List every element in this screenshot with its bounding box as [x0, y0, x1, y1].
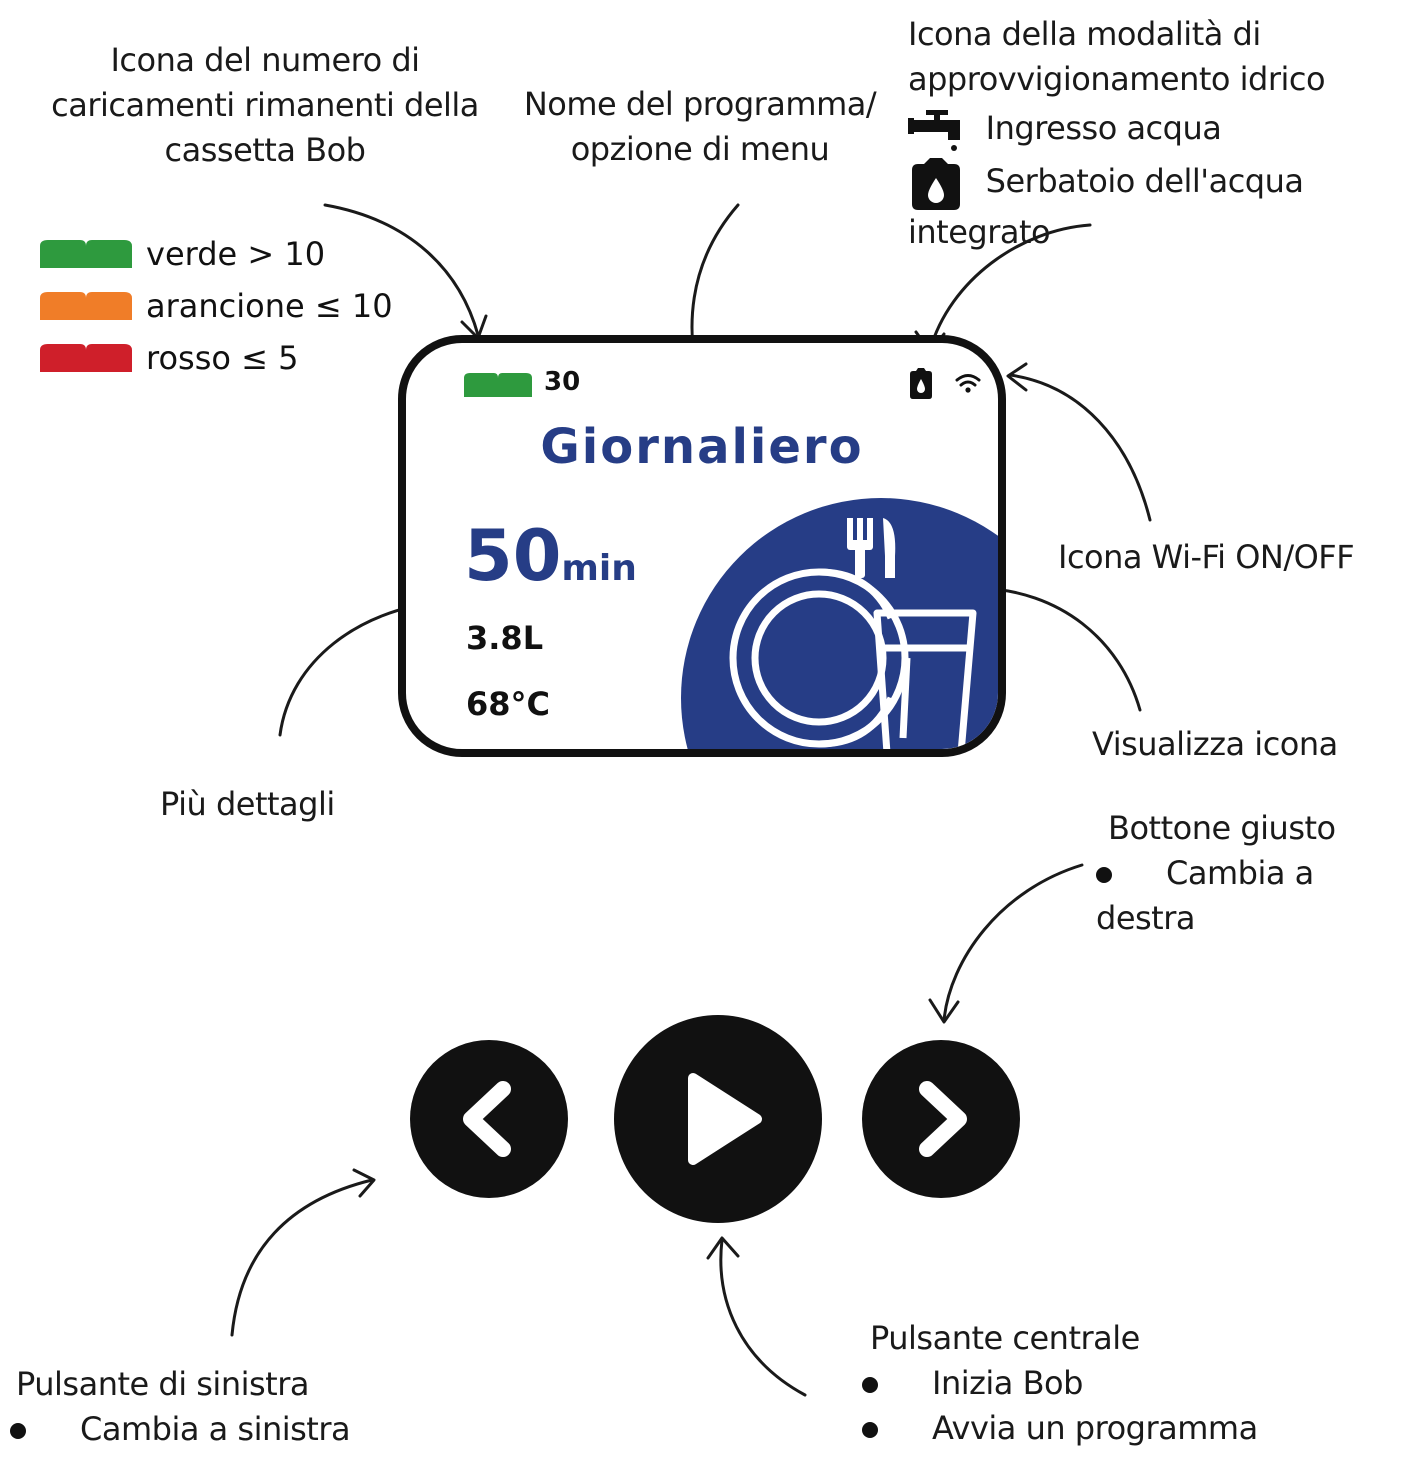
label-program-name: Nome del programma/ opzione di menu — [520, 82, 880, 172]
label-display-icon: Visualizza icona — [1092, 725, 1338, 763]
label-more-details: Più dettagli — [160, 785, 335, 823]
label-line: Icona del numero di — [110, 41, 420, 79]
label-wifi: Icona Wi-Fi ON/OFF — [1058, 538, 1355, 576]
label-cartridge-icon: Icona del numero di caricamenti rimanent… — [40, 38, 490, 172]
bullet-text: Cambia a sinistra — [80, 1409, 351, 1448]
left-button[interactable] — [410, 1040, 568, 1198]
faucet-icon — [908, 109, 960, 151]
label-center-button-item: Inizia Bob — [862, 1361, 1342, 1406]
bullet — [862, 1376, 878, 1393]
play-icon — [688, 1073, 762, 1165]
cartridge-red-icon — [40, 344, 132, 372]
label-center-button: Pulsante centrale Inizia Bob Avvia un pr… — [862, 1316, 1342, 1450]
right-button[interactable] — [862, 1040, 1020, 1198]
label-water-tank: Serbatoio dell'acqua integrato — [908, 161, 1304, 251]
device-screen: 30 Giornaliero 50min 3.8L 68°C — [398, 335, 1006, 757]
water-consumption: 3.8L — [466, 619, 544, 657]
arrow-left-button — [230, 1178, 374, 1337]
arrow-right-button — [942, 863, 1084, 1022]
label-water-inlet: Ingresso acqua — [985, 108, 1222, 147]
label-line: cassetta Bob — [164, 130, 366, 169]
label-left-button: Pulsante di sinistra Cambia a sinistra — [10, 1362, 430, 1452]
label-right-button: Bottone giusto Cambia a destra — [1096, 806, 1416, 940]
legend-label: verde > 10 — [146, 235, 326, 273]
bullet-text: Cambia a destra — [1096, 853, 1314, 937]
label-line: Icona della modalità di — [908, 15, 1261, 53]
water-tank-row: Serbatoio dell'acqua integrato — [908, 156, 1408, 255]
legend-row-red: rosso ≤ 5 — [40, 332, 393, 384]
cartridge-count-icon — [464, 373, 532, 397]
legend-row-orange: arancione ≤ 10 — [40, 280, 393, 332]
legend-label: arancione ≤ 10 — [146, 287, 393, 325]
chevron-left-icon — [463, 1081, 511, 1157]
cartridge-orange-icon — [40, 292, 132, 320]
arrow-wifi — [1008, 373, 1152, 522]
label-line: approvvigionamento idrico — [908, 59, 1326, 98]
label-center-button-title: Pulsante centrale — [870, 1319, 1140, 1357]
label-center-button-item: Avvia un programma — [862, 1406, 1342, 1451]
label-left-button-title: Pulsante di sinistra — [16, 1365, 309, 1403]
water-tank-icon — [912, 157, 960, 210]
legend-row-green: verde > 10 — [40, 228, 393, 280]
label-right-button-title: Bottone giusto — [1108, 809, 1336, 847]
bullet — [862, 1421, 878, 1438]
bullet-text: Avvia un programma — [932, 1408, 1258, 1447]
label-line: opzione di menu — [570, 129, 830, 168]
duration-value: 50 — [464, 515, 562, 597]
label-water-mode: Icona della modalità di approvvigionamen… — [908, 12, 1408, 254]
cartridge-count: 30 — [544, 367, 581, 397]
label-left-button-item: Cambia a sinistra — [10, 1407, 430, 1452]
label-right-button-item: Cambia a destra — [1096, 851, 1416, 941]
wifi-icon — [955, 374, 981, 393]
water-inlet-row: Ingresso acqua — [908, 106, 1408, 152]
program-duration: 50min — [464, 515, 637, 597]
dishes-cutlery-icon — [681, 498, 998, 749]
label-line: Nome del programma/ — [523, 85, 877, 123]
duration-unit: min — [561, 548, 637, 589]
water-tank-status-icon — [910, 368, 932, 399]
arrow-center-button — [719, 1238, 807, 1397]
wash-temperature: 68°C — [466, 685, 551, 723]
chevron-right-icon — [919, 1081, 967, 1157]
bullet-text: Inizia Bob — [932, 1363, 1083, 1402]
center-button[interactable] — [614, 1015, 822, 1223]
legend-label: rosso ≤ 5 — [146, 339, 299, 377]
bullet — [1096, 866, 1112, 883]
cartridge-green-icon — [40, 240, 132, 268]
label-line: caricamenti rimanenti della — [51, 85, 479, 124]
bullet — [10, 1422, 26, 1439]
cartridge-legend: verde > 10 arancione ≤ 10 rosso ≤ 5 — [40, 228, 393, 384]
program-title: Giornaliero — [540, 419, 864, 475]
